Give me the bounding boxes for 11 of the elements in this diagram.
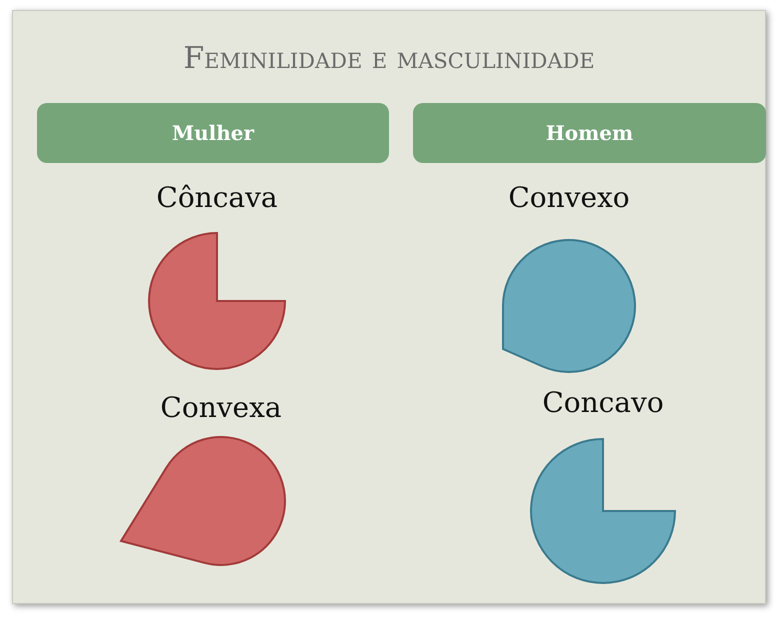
- concave-shape: [148, 232, 286, 370]
- convex-shape: [120, 436, 286, 566]
- shape-caption: Concavo: [541, 386, 665, 419]
- shape-caption: Convexo: [507, 181, 631, 214]
- shape-caption: Convexa: [159, 391, 283, 424]
- convex-shape: [502, 239, 636, 373]
- column-header: Mulher: [37, 103, 389, 163]
- shape-caption: Côncava: [155, 181, 279, 214]
- concave-shape: [530, 438, 676, 584]
- title: Feminilidade e masculinidade: [182, 41, 596, 76]
- column-header: Homem: [413, 103, 766, 163]
